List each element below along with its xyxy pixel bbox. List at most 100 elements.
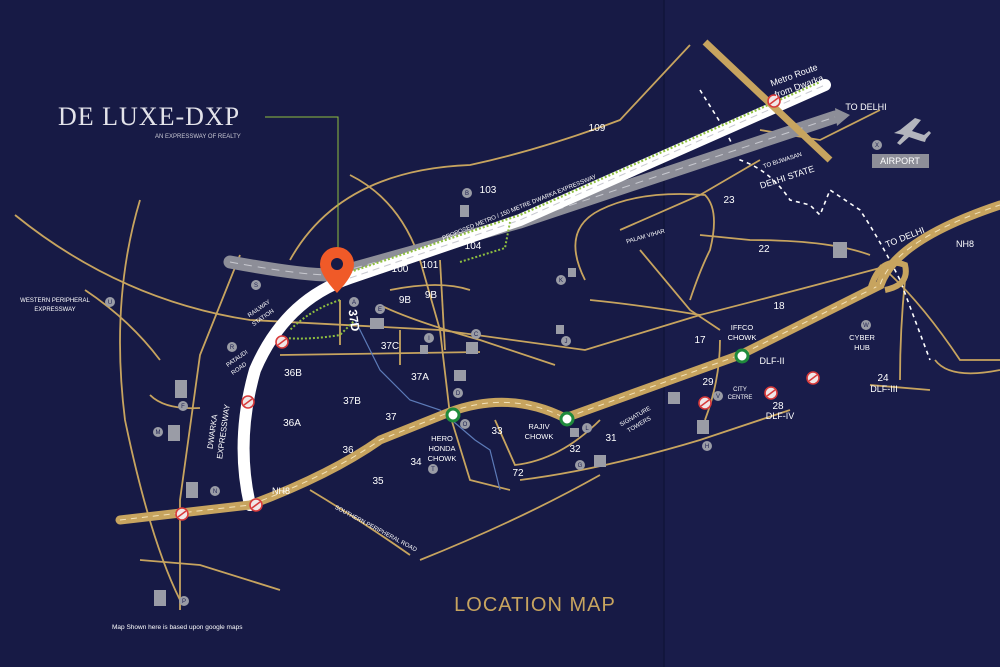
- sector-label: 37C: [381, 341, 399, 352]
- svg-text:U: U: [108, 300, 112, 306]
- western-peripheral-label-1: WESTERN PERIPHERAL: [20, 298, 90, 304]
- airplane-icon: [894, 118, 931, 145]
- toll-icon: [275, 335, 289, 349]
- toll-icon: [241, 395, 255, 409]
- svg-text:F: F: [181, 404, 185, 410]
- marker-u: U: [105, 297, 115, 307]
- sector-label: 103: [480, 185, 497, 196]
- airport-badge: [872, 154, 929, 168]
- nh8-interchange: [867, 259, 909, 293]
- southern-peripheral-label: SOUTHERN PERIPHERAL ROAD: [333, 505, 418, 554]
- metro-station-icon: [559, 411, 575, 427]
- building-icon: [370, 318, 384, 329]
- marker-p: P: [179, 596, 189, 606]
- buildings: [154, 205, 847, 606]
- marker-j: J: [561, 336, 571, 346]
- sector-label: 28: [772, 401, 784, 412]
- sector-label: 29: [702, 377, 714, 388]
- western-peripheral-label-2: EXPRESSWAY: [34, 307, 75, 313]
- sector-label: 37B: [343, 396, 361, 407]
- sector-label: 17: [694, 335, 706, 346]
- svg-text:K: K: [559, 278, 563, 284]
- marker-f: F: [178, 401, 188, 411]
- metro-station-icon: [445, 407, 461, 423]
- svg-text:G: G: [578, 463, 583, 469]
- building-icon: [454, 370, 466, 381]
- svg-text:B: B: [465, 191, 469, 197]
- toll-icon: [767, 94, 781, 108]
- brand-name: DE LUXE-DXP: [58, 102, 240, 131]
- dwarka-expressway: [237, 79, 831, 511]
- building-icon: [568, 268, 576, 277]
- svg-text:O: O: [463, 422, 468, 428]
- svg-text:W: W: [863, 323, 869, 329]
- building-icon: [466, 342, 478, 354]
- building-icon: [833, 242, 847, 258]
- hero-honda-chowk-label-2: HONDA: [428, 444, 455, 453]
- svg-text:A: A: [352, 300, 356, 306]
- map-footnote: Map Shown here is based upon google maps: [112, 624, 243, 631]
- metro-line-segment: [284, 299, 356, 340]
- logo-connector-line: [265, 116, 339, 262]
- marker-n: N: [210, 486, 220, 496]
- marker-g: G: [575, 460, 585, 470]
- brand-logo: DE LUXE-DXP AN EXPRESSWAY OF REALTY: [58, 102, 241, 140]
- sector-label: 100: [392, 264, 409, 275]
- sector-label: 72: [512, 468, 524, 479]
- toll-icon: [249, 498, 263, 512]
- iffco-chowk-label-1: IFFCO: [731, 323, 754, 332]
- marker-e: E: [375, 304, 385, 314]
- svg-text:H: H: [705, 444, 709, 450]
- dwarka-expressway-label-2: EXPRESSWAY: [215, 403, 232, 459]
- map-title: LOCATION MAP: [454, 594, 616, 616]
- airport-label: AIRPORT: [880, 156, 920, 166]
- building-icon: [154, 590, 166, 606]
- building-icon: [594, 455, 606, 467]
- sector-label: 32: [569, 444, 581, 455]
- sector-label: 104: [465, 241, 482, 252]
- dlf-3-label: DLF-III: [870, 384, 898, 394]
- toll-icon: [698, 396, 712, 410]
- metro-stations: [445, 348, 750, 427]
- building-icon: [186, 482, 198, 498]
- sector-label: 35: [372, 476, 384, 487]
- svg-text:P: P: [182, 599, 186, 605]
- city-centre-label-1: CITY: [733, 387, 747, 393]
- marker-x: X: [872, 140, 882, 150]
- sector-label: 37: [385, 412, 397, 423]
- toll-markers: [175, 94, 820, 521]
- sector-label: 9B: [399, 295, 412, 306]
- svg-text:E: E: [378, 307, 382, 313]
- building-icon: [556, 325, 564, 334]
- dlf-2-label: DLF-II: [759, 356, 784, 366]
- building-icon: [175, 380, 187, 398]
- svg-text:D: D: [456, 391, 461, 397]
- svg-text:L: L: [585, 426, 589, 432]
- marker-d: D: [453, 388, 463, 398]
- svg-text:C: C: [474, 332, 479, 338]
- pin-sector-label: 37D: [345, 309, 362, 333]
- airport: AIRPORT: [872, 118, 931, 168]
- iffco-chowk-label-2: CHOWK: [728, 333, 757, 342]
- svg-text:V: V: [716, 394, 720, 400]
- brand-tagline: AN EXPRESSWAY OF REALTY: [155, 134, 241, 140]
- svg-text:R: R: [230, 345, 235, 351]
- site-location-pin[interactable]: 37D: [320, 247, 362, 333]
- marker-t: T: [428, 464, 438, 474]
- marker-s: S: [251, 280, 261, 290]
- nh8-left-label: NH8: [272, 486, 290, 496]
- cyber-hub-label-2: HUB: [854, 343, 870, 352]
- marker-b: B: [462, 188, 472, 198]
- letter-markers: A B C D E F G H I J K L M N O P R S T U …: [105, 140, 882, 606]
- palam-vihar-label: PALAM VIHAR: [626, 228, 667, 245]
- sector-label: 34: [410, 457, 422, 468]
- hero-honda-chowk-label-1: HERO: [431, 434, 453, 443]
- sector-label: 36B: [284, 368, 302, 379]
- drains: [354, 319, 501, 491]
- sector-label: 36A: [283, 418, 301, 429]
- building-icon: [460, 205, 469, 217]
- svg-text:T: T: [431, 467, 435, 473]
- marker-c: C: [471, 329, 481, 339]
- rajiv-chowk-label-1: RAJIV: [528, 422, 549, 431]
